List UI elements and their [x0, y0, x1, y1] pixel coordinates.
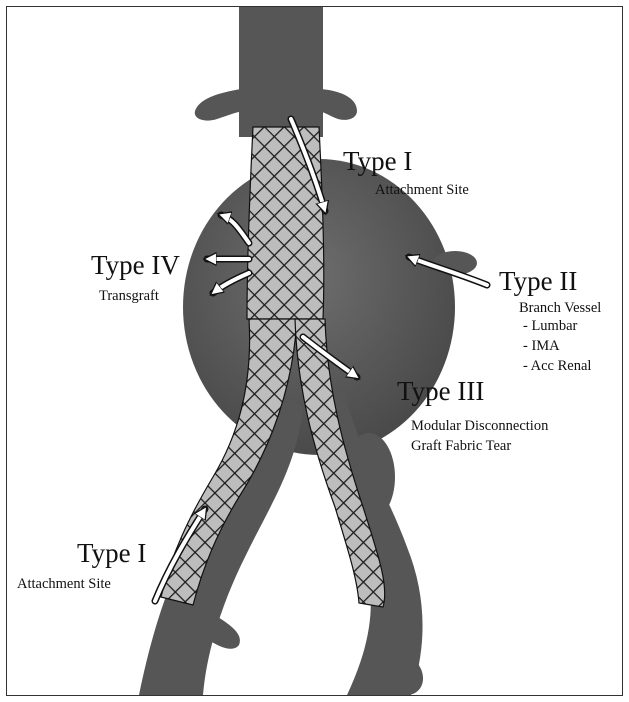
- type4-title: Type IV: [91, 251, 180, 279]
- type1-bottom-subtitle: Attachment Site: [17, 575, 111, 593]
- type1-top-title: Type I: [343, 147, 412, 175]
- type2-item-lumbar: - Lumbar: [523, 317, 577, 335]
- type2-item-acc-renal: - Acc Renal: [523, 357, 591, 375]
- type1-top-subtitle: Attachment Site: [375, 181, 469, 199]
- type2-subtitle: Branch Vessel: [519, 299, 601, 317]
- type2-item-ima: - IMA: [523, 337, 560, 355]
- type3-title: Type III: [397, 377, 484, 405]
- diagram-frame: Type I Attachment Site Type IV Transgraf…: [6, 6, 623, 696]
- type4-subtitle: Transgraft: [99, 287, 159, 305]
- type1-bottom-title: Type I: [77, 539, 146, 567]
- type2-title: Type II: [499, 267, 577, 295]
- type3-subtitle-2: Graft Fabric Tear: [411, 437, 511, 455]
- type3-subtitle-1: Modular Disconnection: [411, 417, 548, 435]
